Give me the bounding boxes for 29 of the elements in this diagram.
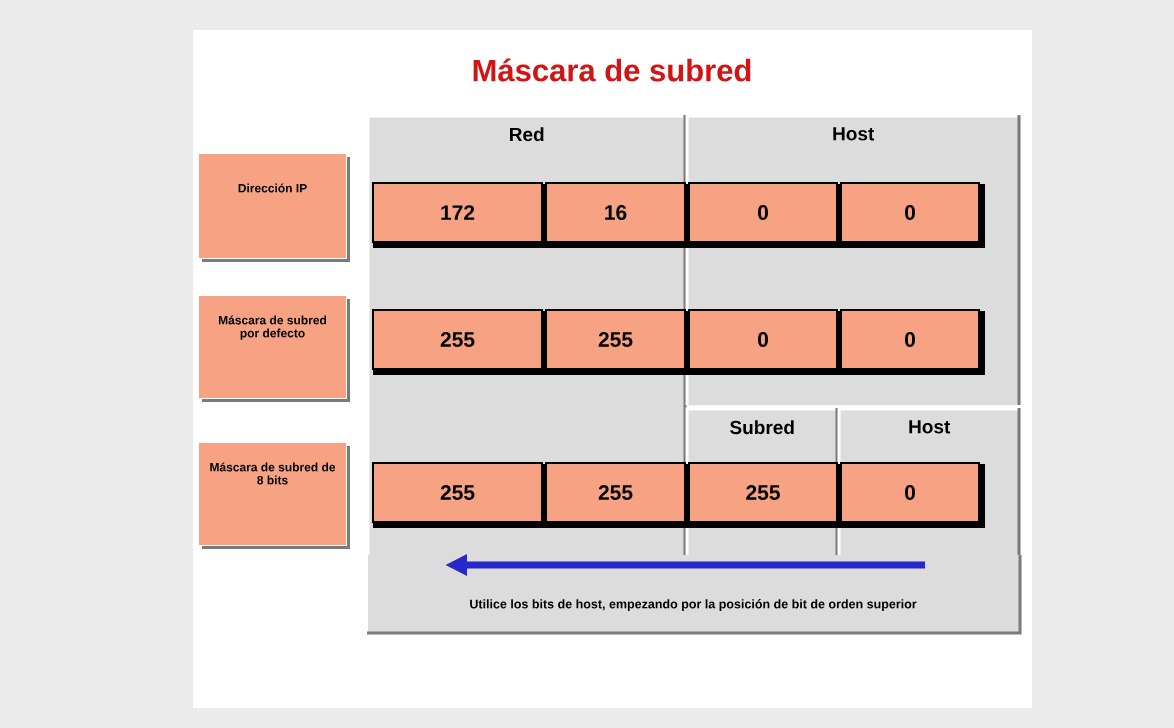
label-button: Dirección IP	[198, 153, 350, 262]
node-label: 16	[605, 205, 627, 220]
node-label: Subred	[730, 420, 794, 435]
node-label: 255	[598, 332, 633, 347]
node-label: 0	[905, 332, 915, 347]
title: Máscara de subred	[473, 58, 751, 82]
value-cell: 0	[840, 462, 985, 528]
node-label: 0	[905, 485, 915, 500]
node-label: Red	[510, 127, 544, 142]
value-cell: 255	[545, 309, 691, 375]
label-button: Máscara de subred por defecto	[198, 295, 350, 402]
value-cell: 0	[840, 182, 985, 248]
value-cell: 0	[688, 182, 843, 248]
value-cell: 172	[372, 182, 548, 248]
node-label: 0	[758, 332, 768, 347]
label-button: Máscara de subred de 8 bits	[198, 442, 350, 549]
node-label: 0	[905, 205, 915, 220]
value-cell: 255	[688, 462, 843, 528]
note-text: Utilice los bits de host, empezando por la posición de bit de orden superior	[470, 599, 917, 611]
node-label: Host	[909, 420, 951, 434]
node-label: 255	[598, 485, 633, 500]
value-cell: 16	[545, 182, 691, 248]
value-cell: 255	[372, 309, 548, 375]
node-label: 255	[746, 485, 780, 500]
value-cell: 255	[372, 462, 548, 528]
value-cell: 0	[840, 309, 985, 375]
value-cell: 255	[545, 462, 691, 528]
node-label: 0	[758, 205, 768, 220]
value-cell: 0	[688, 309, 843, 375]
